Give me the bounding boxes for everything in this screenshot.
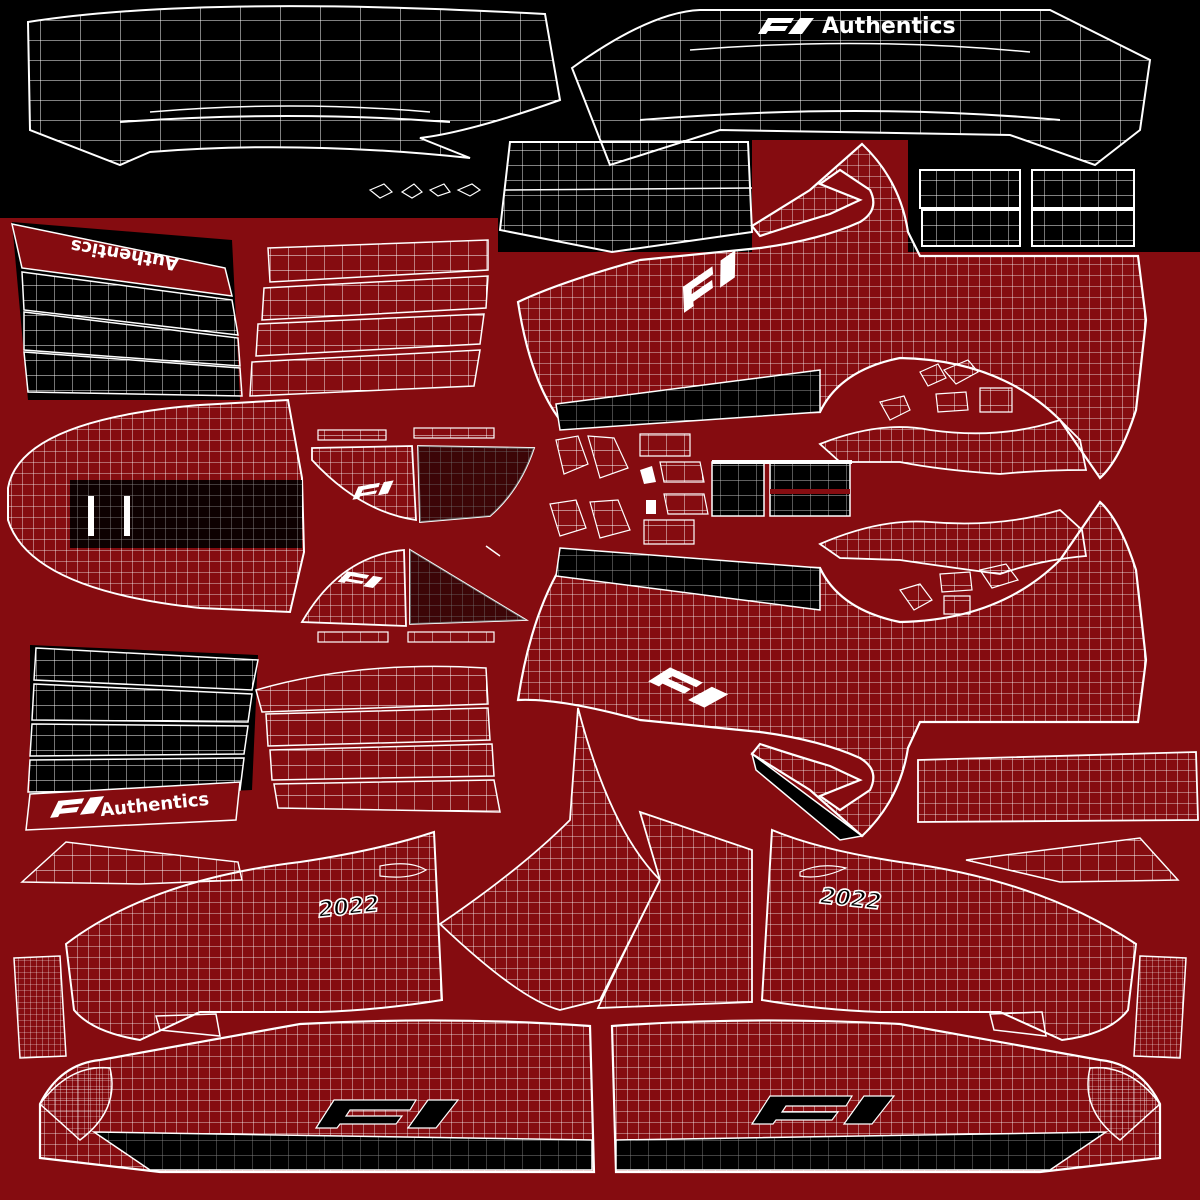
bottom-right-small-wedge <box>965 837 1180 883</box>
top-authentics-wordmark: Authentics <box>822 14 956 39</box>
right-hem-f1-logo-icon <box>750 1095 896 1125</box>
shoulder-f1-logo-lower-icon <box>337 571 383 589</box>
left-hood-panel <box>7 398 306 614</box>
top-right-cuff-pieces <box>919 169 1135 247</box>
bottom-center-gusset-left <box>438 707 662 1011</box>
left-center-small-strips <box>317 427 495 643</box>
bottom-right-hem-panel <box>610 1019 1162 1174</box>
center-pocket-pieces <box>549 433 709 545</box>
lower-body-panel <box>516 500 1148 841</box>
upper-sleeve-arm <box>818 418 1088 475</box>
left-lower-bands <box>255 665 501 813</box>
lower-body-f1-logo-icon <box>648 667 729 708</box>
bottom-left-back-panel: 2022 <box>64 830 444 1042</box>
top-center-panel <box>498 141 754 254</box>
left-small-wedge <box>20 841 243 885</box>
shoulder-f1-logo-icon <box>352 480 394 500</box>
center-cuff-arrow <box>485 545 501 557</box>
f1-logo-icon <box>758 18 814 34</box>
bottom-right-edge-strip <box>1133 955 1187 1059</box>
left-upper-bands <box>249 239 489 397</box>
lower-sleeve-arm <box>818 508 1088 575</box>
bottom-left-hem-panel <box>38 1019 596 1174</box>
center-collar-blocks <box>711 460 852 517</box>
left-upper-strip-panel: Authentics <box>11 222 243 400</box>
top-right-waistband-piece: Authentics <box>570 9 1152 167</box>
bottom-right-back-panel: 2022 <box>760 828 1138 1042</box>
bottom-center-gusset-right <box>596 810 753 1009</box>
right-sleeve-band <box>917 751 1199 823</box>
upper-small-inner-pieces <box>879 359 1013 421</box>
top-left-waistband-piece <box>26 5 562 199</box>
upper-body-panel <box>516 142 1148 480</box>
left-lower-strip-panel: Authentics <box>25 645 259 831</box>
left-center-shoulder-pieces <box>300 445 536 627</box>
upper-body-f1-logo-icon <box>682 250 736 313</box>
left-hem-f1-logo-icon <box>314 1099 460 1129</box>
bottom-left-edge-strip <box>13 955 67 1059</box>
